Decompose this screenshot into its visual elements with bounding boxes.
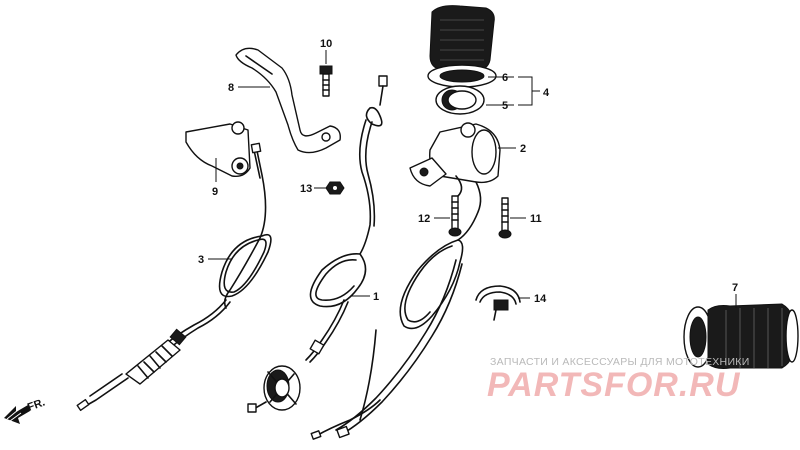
grip-part-7 — [683, 303, 799, 369]
leader-lines — [208, 50, 737, 308]
arrow-left-icon — [4, 405, 30, 424]
watermark-logo: PARTSFOR.RU — [487, 366, 741, 404]
bolt-part-10 — [319, 65, 333, 97]
callout-4: 4 — [543, 87, 550, 99]
screw-part-12 — [448, 195, 462, 237]
grip-sleeve-part — [427, 5, 497, 88]
callout-6: 6 — [502, 72, 508, 84]
throttle-housing-part — [409, 122, 501, 197]
callout-9: 9 — [212, 186, 218, 198]
cable-part-1 — [247, 75, 388, 413]
lever-part — [235, 47, 341, 154]
watermark-tagline: ЗАПЧАСТИ И АКСЕССУАРЫ ДЛЯ МОТОТЕХНИКИ — [490, 356, 750, 368]
cable-right — [310, 181, 482, 440]
callout-11: 11 — [530, 213, 542, 225]
callout-labels: 10 8 9 3 13 1 6 5 4 2 12 11 14 7 — [198, 38, 738, 305]
cable-part-3 — [76, 142, 272, 412]
nut-part-13 — [325, 181, 345, 195]
callout-12: 12 — [418, 213, 430, 225]
callout-5: 5 — [502, 100, 508, 112]
callout-13: 13 — [300, 183, 312, 195]
callout-8: 8 — [228, 82, 234, 94]
screw-part-11 — [498, 197, 512, 239]
clip-part-14 — [475, 285, 521, 321]
callout-10: 10 — [320, 38, 332, 50]
callout-1: 1 — [373, 291, 379, 303]
lever-perch-part — [185, 121, 251, 178]
callout-2: 2 — [520, 143, 526, 155]
collar-part-5 — [435, 85, 485, 115]
callout-3: 3 — [198, 254, 204, 266]
callout-7: 7 — [732, 282, 738, 294]
front-direction-marker: FR. — [4, 396, 47, 424]
front-direction-label: FR. — [26, 396, 47, 413]
callout-14: 14 — [534, 293, 547, 305]
